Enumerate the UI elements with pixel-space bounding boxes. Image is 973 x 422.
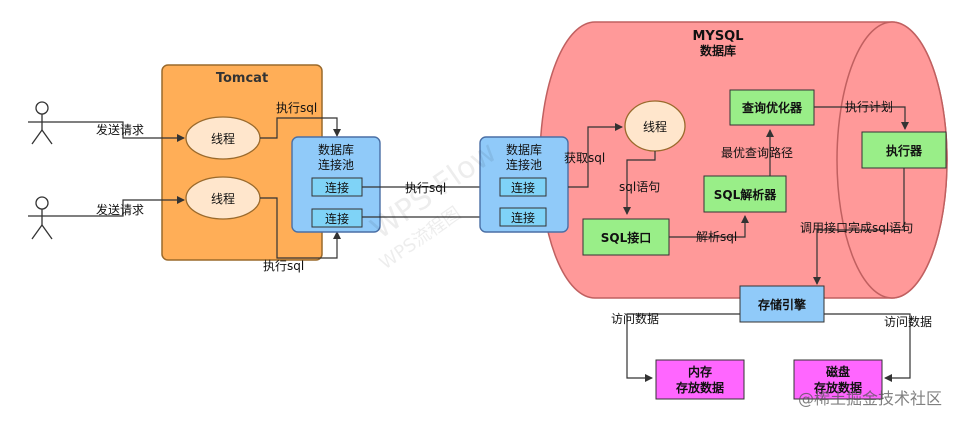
exec-sql-label: 执行sql [263,259,304,273]
connection-box [499,207,547,227]
storage-engine-box [739,285,825,323]
pool-title: 数据库 [506,142,542,157]
tomcat-title: Tomcat [216,71,268,86]
access-data-arrow [824,313,911,382]
disk-label: 存放数据 [813,380,862,395]
access-data-label: 访问数据 [884,314,932,329]
pool-title: 连接池 [506,157,542,172]
memory-box [655,359,745,400]
connection-label: 连接 [325,211,349,226]
parse-sql-arrow [669,215,749,238]
memory-label: 存放数据 [675,380,724,395]
disk-box [793,359,883,400]
exec-plan-arrow [814,106,909,130]
exec-sql-label: 执行sql [405,181,446,195]
user-icon [28,101,56,145]
exec-sql-label: 执行sql [276,101,317,115]
connection-label: 连接 [511,180,535,195]
storage-engine-label: 存储引擎 [757,297,806,312]
executor-label: 执行器 [886,143,923,158]
sql-interface-box [582,218,670,256]
exec-plan-label: 执行计划 [845,100,893,114]
send-request-label: 发送请求 [96,122,144,137]
request-arrow [56,121,185,142]
request-arrow [56,196,185,217]
memory-label: 内存 [688,364,712,379]
sql-parser-label: SQL解析器 [714,187,777,202]
access-data-arrow [626,313,740,382]
sql-parser-box [703,175,787,213]
disk-label: 磁盘 [825,364,850,379]
call-interface-label: 调用接口完成sql语句 [800,220,913,235]
mysql-title: MYSQL [692,29,743,44]
get-sql-arrow [568,123,623,188]
send-request-label: 发送请求 [96,202,144,217]
call-interface-arrow [813,168,905,285]
access-data-label: 访问数据 [611,311,659,326]
sql-interface-label: SQL接口 [601,230,652,245]
parse-sql-label: 解析sql [696,230,737,244]
user-icon [28,196,56,240]
connection-label: 连接 [511,210,535,225]
pool-title: 连接池 [318,157,354,172]
exec-sql-arrow [260,197,341,259]
pool-title: 数据库 [318,142,354,157]
sql-statement-arrow [623,151,656,215]
get-sql-label: 获取sql [564,151,605,165]
query-optimizer-box [729,89,815,126]
connection-label: 连接 [325,180,349,195]
connection-box [311,208,363,228]
best-path-label: 最优查询路径 [721,145,793,160]
credit-watermark: @稀土掘金技术社区 [798,389,942,408]
thread-label: 线程 [211,131,235,146]
executor-box [861,131,947,169]
connection-box [499,177,547,197]
query-optimizer-label: 查询优化器 [741,100,803,115]
exec-sql-arrow [260,117,341,139]
sql-statement-label: sql语句 [619,180,660,194]
thread-label: 线程 [211,191,235,206]
mysql-subtitle: 数据库 [700,43,736,58]
mysql-thread-label: 线程 [643,119,667,134]
